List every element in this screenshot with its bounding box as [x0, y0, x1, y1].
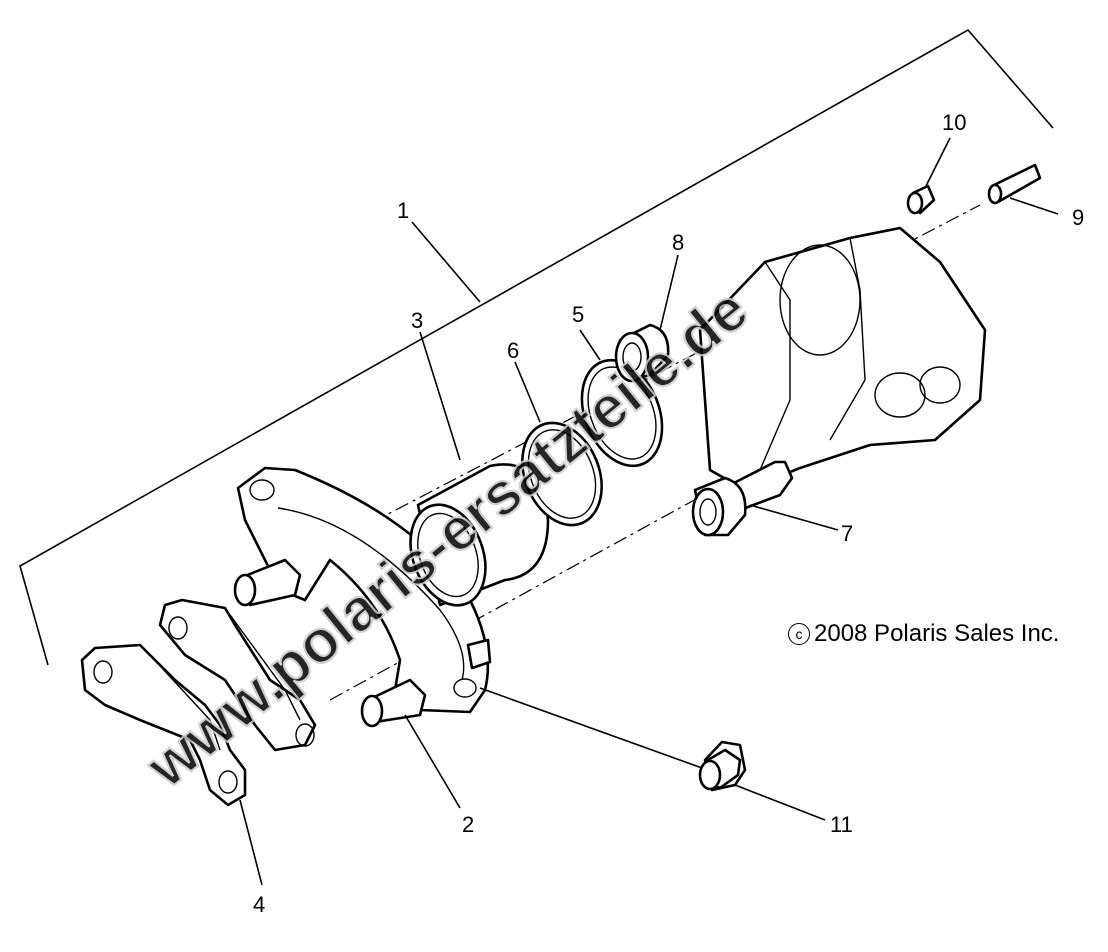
- copyright-symbol: c: [788, 623, 810, 645]
- callout-labels: 1 2 3 4 5 6 7 8 9 10 11: [253, 110, 1084, 917]
- seal-rings: [521, 358, 664, 527]
- callout-3: 3: [411, 308, 423, 333]
- bleeder-screw: [906, 163, 1042, 215]
- callout-7: 7: [841, 521, 853, 546]
- watermark: www.polaris-ersatzteile.de: [133, 275, 760, 801]
- boot-8: [614, 323, 670, 383]
- assembly-bracket: [19, 28, 1054, 666]
- callout-5: 5: [572, 302, 584, 327]
- callout-6: 6: [507, 338, 519, 363]
- callout-10: 10: [942, 110, 966, 135]
- callout-2: 2: [462, 812, 474, 837]
- callout-11: 11: [830, 812, 853, 837]
- brake-pads: [80, 598, 317, 807]
- callout-1: 1: [397, 198, 409, 223]
- caliper-body: [698, 226, 987, 492]
- leader-lines: [239, 137, 1059, 886]
- bolt-11: [698, 740, 747, 792]
- piston: [409, 463, 550, 607]
- callout-9: 9: [1072, 205, 1084, 230]
- copyright-text: 2008 Polaris Sales Inc.: [814, 620, 1060, 647]
- callout-8: 8: [672, 230, 684, 255]
- bracket-pins: [233, 558, 492, 728]
- sleeve-pin-7: [691, 460, 794, 537]
- callout-4: 4: [253, 892, 265, 917]
